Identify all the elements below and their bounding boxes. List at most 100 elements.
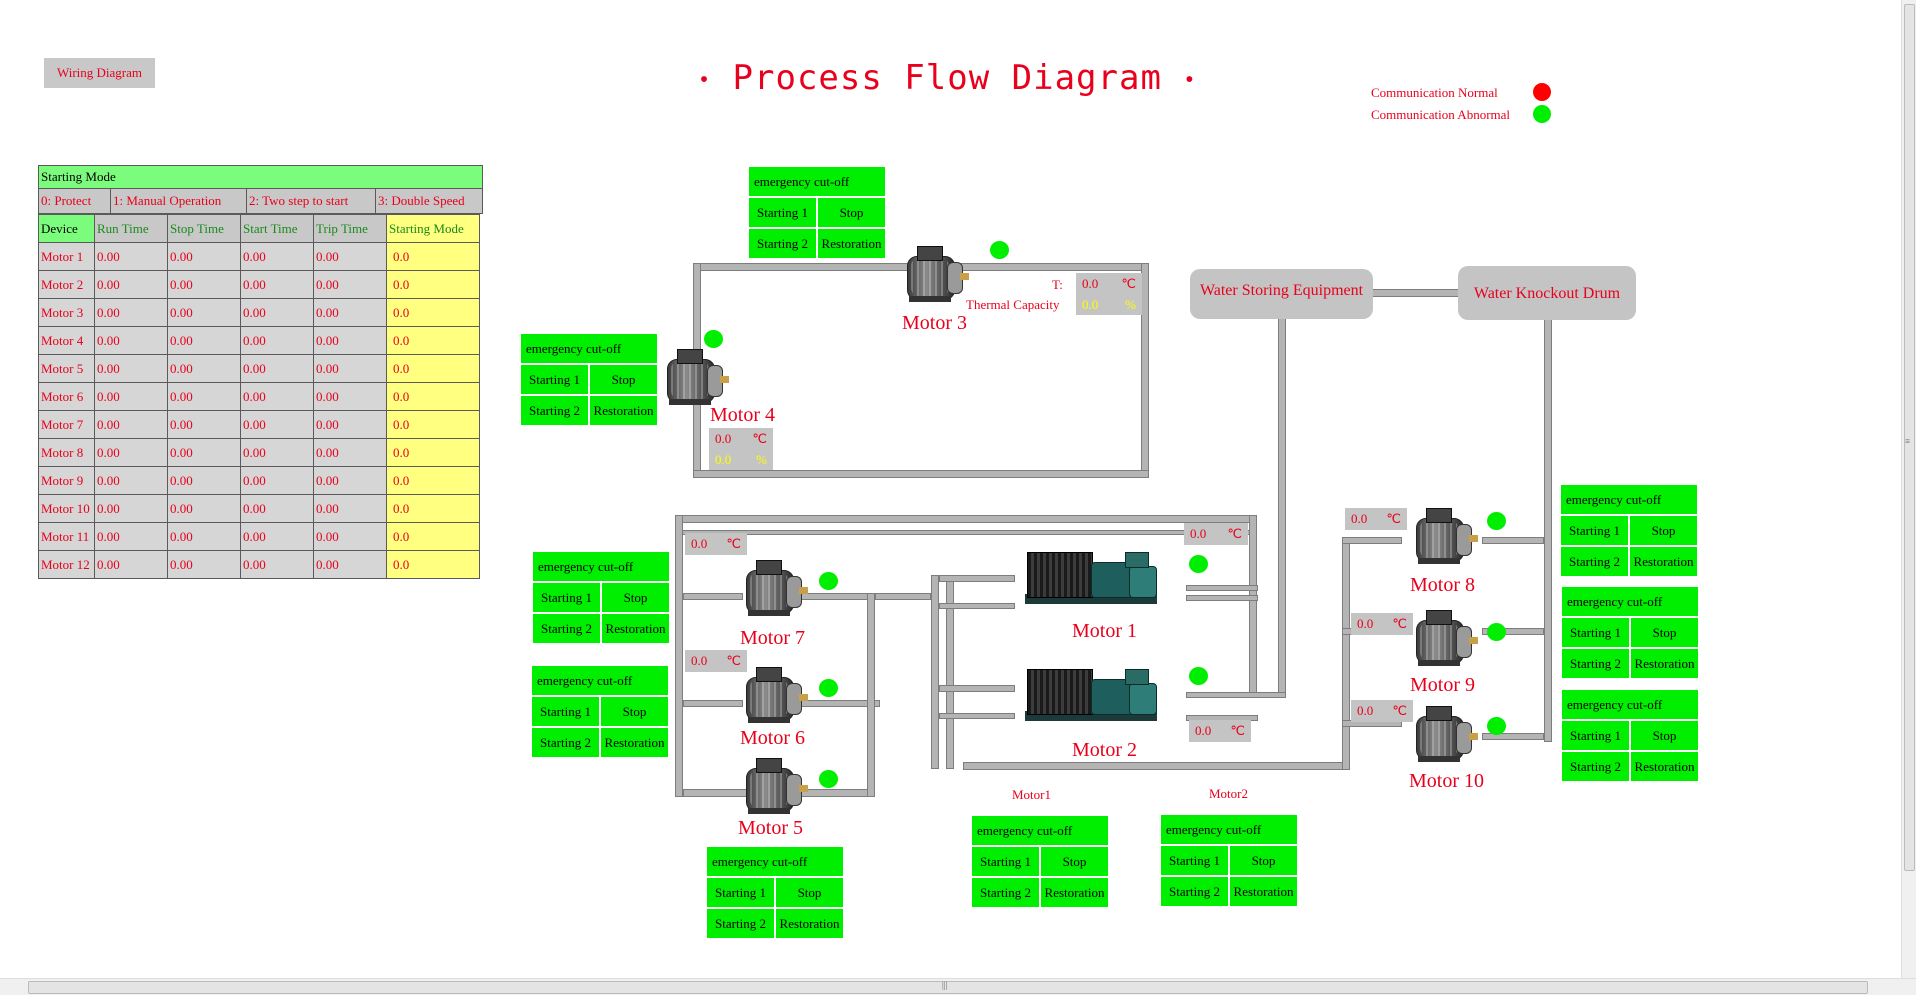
starting-1-button[interactable]: Starting 1: [1561, 617, 1630, 648]
emergency-cutoff-button[interactable]: emergency cut-off: [1561, 586, 1699, 617]
emergency-cutoff-button[interactable]: emergency cut-off: [971, 815, 1109, 846]
emergency-cutoff-button[interactable]: emergency cut-off: [531, 665, 669, 696]
cell-stop: 0.00: [167, 466, 241, 495]
starting-2-button[interactable]: Starting 2: [706, 908, 775, 939]
col-stop-time: Stop Time: [167, 214, 241, 243]
horizontal-scroll-thumb[interactable]: [28, 981, 1868, 994]
motor-1-generator-icon[interactable]: [1025, 550, 1157, 608]
motor-6-temperature-readout: 0.0℃: [685, 650, 747, 672]
starting-1-button[interactable]: Starting 1: [1560, 515, 1629, 546]
horizontal-scrollbar[interactable]: |||: [0, 978, 1916, 995]
emergency-cutoff-button[interactable]: emergency cut-off: [748, 166, 886, 197]
motor-4-icon[interactable]: [659, 349, 729, 407]
starting-1-button[interactable]: Starting 1: [706, 877, 775, 908]
emergency-cutoff-button[interactable]: emergency cut-off: [532, 551, 670, 582]
starting-1-button[interactable]: Starting 1: [1561, 720, 1630, 751]
stop-button[interactable]: Stop: [817, 197, 886, 228]
cell-trip: 0.00: [313, 354, 387, 383]
stop-button[interactable]: Stop: [601, 582, 670, 613]
motor-10-icon[interactable]: [1408, 706, 1478, 764]
starting-2-button[interactable]: Starting 2: [1561, 648, 1630, 679]
motor-3-icon[interactable]: [899, 246, 969, 304]
cell-stop: 0.00: [167, 242, 241, 271]
motor-2-generator-icon[interactable]: [1025, 667, 1157, 725]
cell-mode: 0.0: [386, 242, 480, 271]
pipe: [1249, 515, 1257, 695]
motor-5-label: Motor 5: [738, 817, 803, 839]
stop-button[interactable]: Stop: [1229, 845, 1298, 876]
starting-1-button[interactable]: Starting 1: [520, 364, 589, 395]
vertical-scrollbar[interactable]: ≡: [1901, 0, 1916, 985]
cell-run: 0.00: [94, 326, 168, 355]
restoration-button[interactable]: Restoration: [1629, 546, 1698, 577]
mode-0: 0: Protect: [39, 189, 111, 213]
emergency-cutoff-button[interactable]: emergency cut-off: [520, 333, 658, 364]
starting-2-button[interactable]: Starting 2: [520, 395, 589, 426]
starting-1-button[interactable]: Starting 1: [532, 582, 601, 613]
restoration-button[interactable]: Restoration: [1229, 876, 1298, 907]
stop-button[interactable]: Stop: [775, 877, 844, 908]
starting-2-button[interactable]: Starting 2: [971, 877, 1040, 908]
restoration-button[interactable]: Restoration: [775, 908, 844, 939]
motor-9-icon[interactable]: [1408, 610, 1478, 668]
stop-button[interactable]: Stop: [1629, 515, 1698, 546]
cell-trip: 0.00: [313, 298, 387, 327]
emergency-cutoff-button[interactable]: emergency cut-off: [1160, 814, 1298, 845]
starting-2-button[interactable]: Starting 2: [532, 613, 601, 644]
stop-button[interactable]: Stop: [600, 696, 669, 727]
cell-device: Motor 12: [38, 550, 95, 579]
starting-2-button[interactable]: Starting 2: [1561, 751, 1630, 782]
restoration-button[interactable]: Restoration: [817, 228, 886, 259]
stop-button[interactable]: Stop: [1630, 720, 1699, 751]
cell-stop: 0.00: [167, 410, 241, 439]
water-knockout-drum[interactable]: Water Knockout Drum: [1458, 266, 1636, 320]
starting-2-button[interactable]: Starting 2: [1560, 546, 1629, 577]
wiring-diagram-button[interactable]: Wiring Diagram: [44, 58, 155, 88]
cell-start: 0.00: [240, 382, 314, 411]
restoration-button[interactable]: Restoration: [600, 727, 669, 758]
starting-2-button[interactable]: Starting 2: [1160, 876, 1229, 907]
emergency-cutoff-button[interactable]: emergency cut-off: [1560, 484, 1698, 515]
motor-8-temperature-readout: 0.0℃: [1345, 508, 1407, 530]
temperature-label: T:: [1052, 277, 1063, 292]
cell-stop: 0.00: [167, 382, 241, 411]
cell-mode: 0.0: [386, 410, 480, 439]
water-storing-equipment[interactable]: Water Storing Equipment: [1190, 269, 1373, 319]
motor-5-icon[interactable]: [738, 758, 808, 816]
motor-6-icon[interactable]: [738, 667, 808, 725]
stop-button[interactable]: Stop: [1630, 617, 1699, 648]
col-starting-mode: Starting Mode: [386, 214, 480, 243]
emergency-cutoff-button[interactable]: emergency cut-off: [1561, 689, 1699, 720]
motor-7-icon[interactable]: [738, 560, 808, 618]
starting-2-button[interactable]: Starting 2: [531, 727, 600, 758]
restoration-button[interactable]: Restoration: [1040, 877, 1109, 908]
legend-normal-label: Communication Normal: [1371, 85, 1498, 100]
restoration-button[interactable]: Restoration: [1630, 648, 1699, 679]
stop-button[interactable]: Stop: [589, 364, 658, 395]
stop-button[interactable]: Stop: [1040, 846, 1109, 877]
pipe: [1342, 537, 1350, 770]
starting-mode-table: Starting Mode 0: Protect 1: Manual Opera…: [38, 165, 483, 214]
page-title-text: Process Flow Diagram: [732, 58, 1162, 98]
starting-2-button[interactable]: Starting 2: [748, 228, 817, 259]
motor-3-label: Motor 3: [902, 312, 967, 334]
col-start-time: Start Time: [240, 214, 314, 243]
restoration-button[interactable]: Restoration: [601, 613, 670, 644]
starting-1-button[interactable]: Starting 1: [971, 846, 1040, 877]
restoration-button[interactable]: Restoration: [1630, 751, 1699, 782]
starting-1-button[interactable]: Starting 1: [1160, 845, 1229, 876]
emergency-cutoff-button[interactable]: emergency cut-off: [706, 846, 844, 877]
restoration-button[interactable]: Restoration: [589, 395, 658, 426]
starting-1-button[interactable]: Starting 1: [531, 696, 600, 727]
cell-device: Motor 10: [38, 494, 95, 523]
starting-1-button[interactable]: Starting 1: [748, 197, 817, 228]
vertical-scroll-thumb[interactable]: [1904, 4, 1915, 871]
motor-8-icon[interactable]: [1408, 508, 1478, 566]
